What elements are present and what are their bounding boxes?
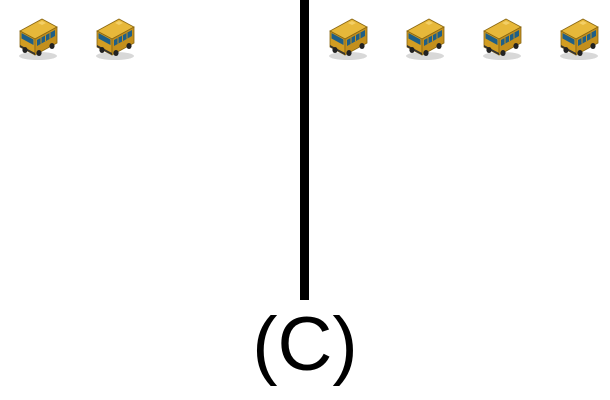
school-bus-icon bbox=[403, 14, 447, 62]
school-bus-icon bbox=[16, 14, 60, 62]
school-bus-icon bbox=[326, 14, 370, 62]
school-bus-icon bbox=[93, 14, 137, 62]
caption-label: (C) bbox=[252, 302, 358, 387]
left-bus-group bbox=[16, 14, 137, 62]
school-bus-icon bbox=[557, 14, 601, 62]
school-bus-icon bbox=[480, 14, 524, 62]
right-bus-group bbox=[326, 14, 601, 62]
vertical-divider bbox=[300, 0, 309, 300]
